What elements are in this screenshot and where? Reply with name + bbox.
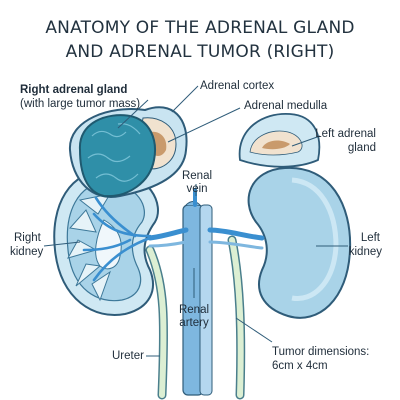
label-renal-vein: Renal [181,170,213,182]
label-left-adrenal-sub: gland [347,142,376,154]
adrenal-tumor-mass [78,114,156,198]
label-right-adrenal-sub: (with large tumor mass) [20,98,141,110]
label-right-kidney: Right [14,232,41,244]
left-ureter [227,235,246,400]
renal-vessels [147,188,265,250]
label-adrenal-medulla: Adrenal medulla [244,100,328,112]
left-adrenal-gland [238,113,321,168]
aorta-vena-cava [182,201,213,396]
label-renal-vein-sub: vein [186,183,208,195]
label-right-adrenal: Right adrenal gland [20,84,128,96]
label-tumor-dimensions-value: 6cm x 4cm [272,360,328,372]
left-kidney [247,166,352,319]
label-ureter: Ureter [112,350,144,362]
label-renal-artery: Renal [178,304,210,316]
label-left-adrenal: Left adrenal [315,128,376,140]
diagram-title-line1: ANATOMY OF THE ADRENAL GLAND [45,18,355,38]
leader-lines [43,85,348,357]
label-tumor-dimensions: Tumor dimensions: [272,346,370,358]
right-ureter [145,245,169,400]
label-left-kidney: Left [360,232,380,244]
label-adrenal-cortex: Adrenal cortex [200,80,275,92]
label-left-kidney-sub: kidney [348,246,382,258]
label-right-kidney-sub: kidney [10,246,44,258]
diagram-title-line2: AND ADRENAL TUMOR (RIGHT) [65,42,335,62]
label-renal-artery-sub: artery [179,317,209,329]
right-kidney [53,168,159,316]
